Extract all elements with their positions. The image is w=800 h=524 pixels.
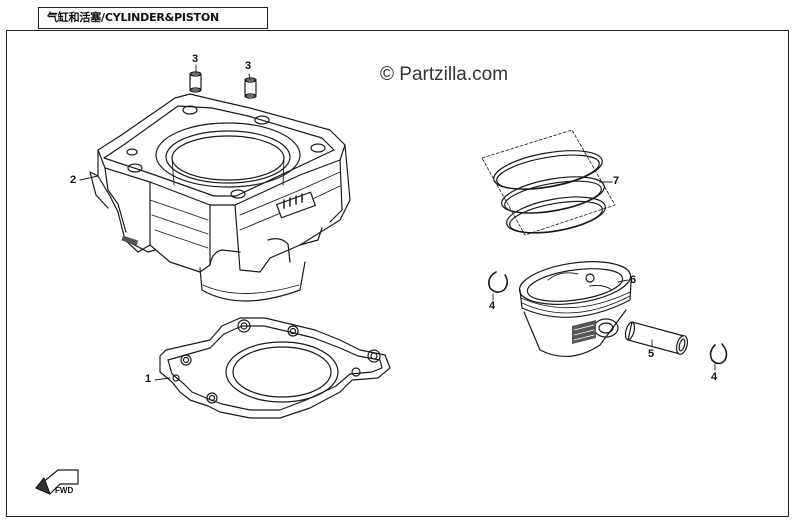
piston[interactable] xyxy=(517,255,633,358)
callout-3b: 3 xyxy=(245,60,252,72)
leader-line-2 xyxy=(79,175,99,181)
diagram-frame xyxy=(6,30,789,517)
leader-lines-3 xyxy=(195,64,251,80)
callout-3a: 3 xyxy=(192,53,199,65)
callout-1: 1 xyxy=(145,373,152,385)
callout-4b: 4 xyxy=(711,371,718,383)
leader-line-6 xyxy=(617,279,629,283)
front-marker-label: FWD xyxy=(55,486,74,495)
piston-pin-clip-left[interactable] xyxy=(488,271,509,293)
piston-pin[interactable] xyxy=(624,321,689,355)
dowel-pin-left[interactable] xyxy=(189,71,202,93)
callout-5: 5 xyxy=(648,348,655,360)
callout-2: 2 xyxy=(70,174,77,186)
cylinder-gasket[interactable] xyxy=(159,317,391,419)
cylinder[interactable] xyxy=(89,93,351,302)
leader-line-1 xyxy=(154,377,171,381)
callout-4a: 4 xyxy=(489,300,496,312)
piston-ring-set[interactable] xyxy=(481,129,616,239)
piston-pin-clip-right[interactable] xyxy=(709,343,728,365)
dowel-pin-right[interactable] xyxy=(244,77,257,99)
callout-6: 6 xyxy=(630,274,637,286)
diagram-title: 气缸和活塞/CYLINDER&PISTON xyxy=(38,7,268,29)
callout-7: 7 xyxy=(613,175,620,187)
front-direction-arrow xyxy=(35,469,79,495)
watermark: © Partzilla.com xyxy=(380,64,509,85)
